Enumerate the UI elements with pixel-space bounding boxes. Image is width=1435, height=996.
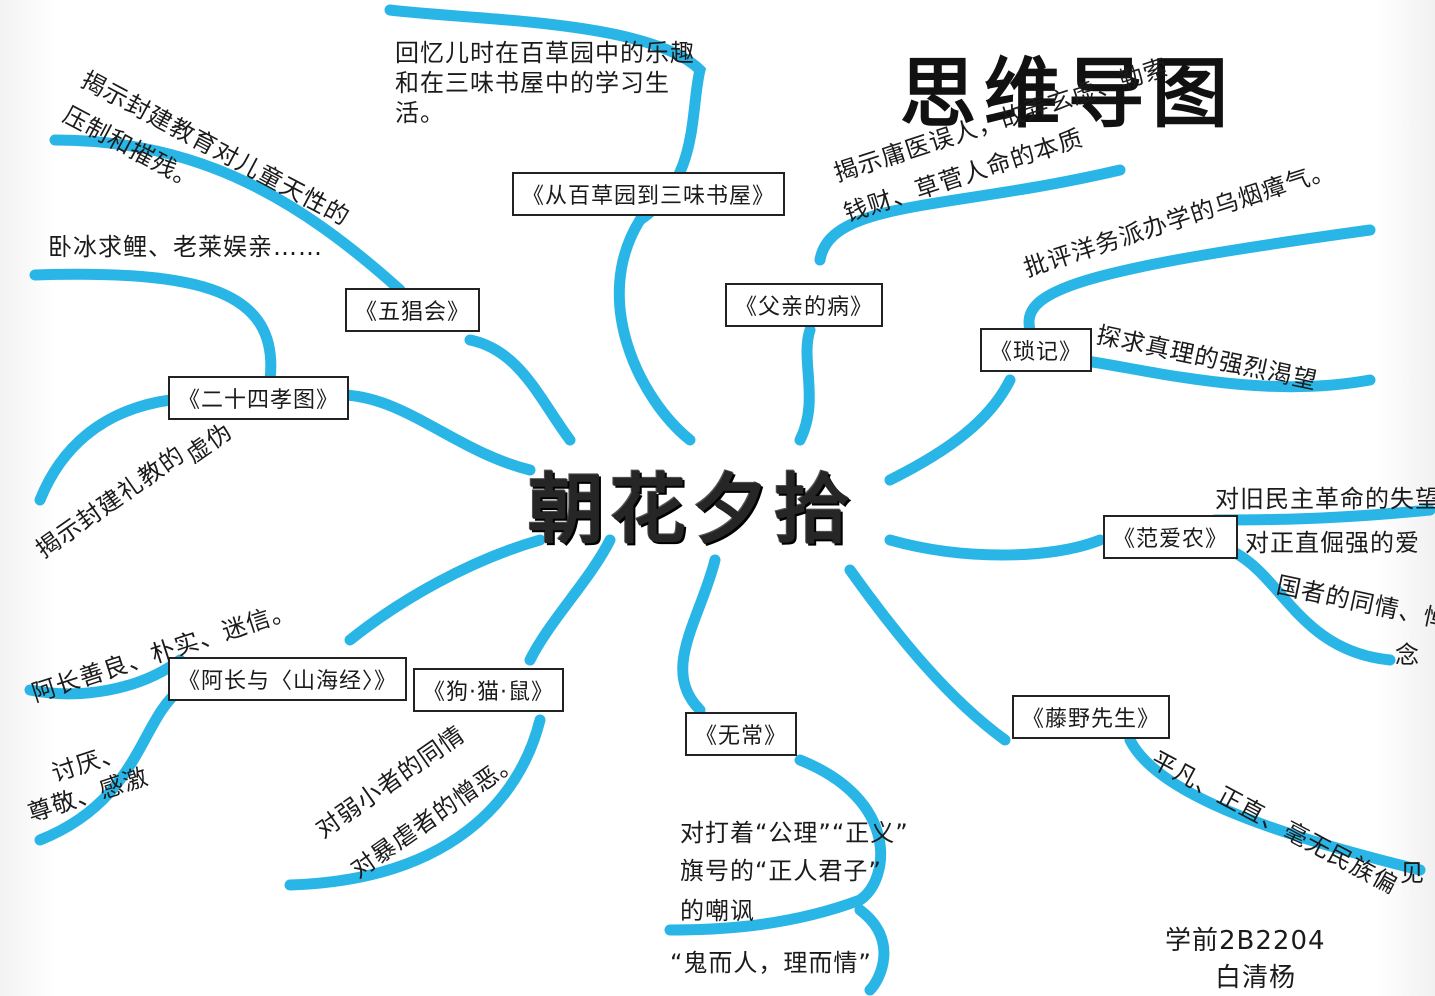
signature-name: 白清杨 (1215, 963, 1297, 993)
branch-box-wuchanghui: 《五猖会》 (345, 288, 481, 332)
note-line-fuqin (814, 164, 1126, 266)
branch-box-tengye: 《藤野先生》 (1012, 695, 1171, 739)
note-line-wuchang-2 (854, 904, 890, 996)
note-line-ershisi-top (29, 268, 277, 386)
note-line-ershisi-bottom (34, 394, 176, 506)
branch-box-fuqin: 《父亲的病》 (725, 283, 884, 327)
note-baicao: 回忆儿时在百草园中的乐趣和在三味书屋中的学习生活。 (395, 39, 695, 127)
branch-box-baicao: 《从百草园到三味书屋》 (512, 172, 786, 216)
note-line-baicao (384, 4, 707, 226)
branch-box-fanainong: 《范爱农》 (1103, 515, 1239, 559)
branch-box-ershisi: 《二十四孝图》 (168, 376, 350, 420)
branch-line-ershisi (324, 389, 536, 476)
note-line-changmama-bottom (34, 684, 186, 846)
note-wuchang-3: 的嘲讽 (680, 897, 755, 925)
note-wuchang-2: 旗号的“正人君子” (680, 857, 882, 885)
branch-line-baicao (613, 214, 696, 446)
branch-line-changmama (344, 534, 546, 646)
branch-line-tengye (844, 564, 1011, 746)
center-topic: 朝花夕拾 (528, 465, 856, 554)
note-fanainong-1: 对旧民主革命的失望 (1215, 485, 1435, 513)
page-title: 思维导图 (900, 49, 1236, 138)
branch-box-gou: 《狗·猫·鼠》 (413, 668, 564, 712)
branch-line-gou (524, 534, 616, 666)
signature-class: 学前2B2204 (1165, 926, 1326, 956)
branch-line-fuqin (794, 324, 816, 446)
branch-line-wuchang (677, 554, 721, 716)
branch-box-changmama: 《阿长与〈山海经〉》 (168, 657, 408, 701)
note-line-tengye (1124, 734, 1426, 876)
note-line-changmama-top (24, 654, 186, 700)
branch-box-wuchang: 《无常》 (685, 712, 798, 756)
note-wuchang-1: 对打着“公理”“正义” (680, 819, 909, 847)
branch-line-suoji (884, 374, 1016, 486)
note-fanainong-2: 对正直倔强的爱 (1245, 529, 1420, 557)
note-tengye-2: 见 (1400, 859, 1425, 887)
branch-box-suoji: 《琐记》 (980, 328, 1093, 372)
note-fanainong-4: 念 (1395, 641, 1420, 669)
branch-line-wuchanghui (464, 334, 576, 446)
note-line-suoji-top (1023, 224, 1376, 336)
note-line-wuchanghui (49, 134, 406, 296)
branch-line-fanainong (884, 534, 1106, 561)
note-wuchang-4: “鬼而人，理而情” (670, 949, 872, 977)
note-line-gou (284, 714, 546, 891)
note-ershisi-1: 卧冰求鲤、老莱娱亲…… (48, 233, 323, 261)
note-line-suoji-bottom (1074, 354, 1376, 393)
note-line-wuchang (664, 754, 887, 936)
